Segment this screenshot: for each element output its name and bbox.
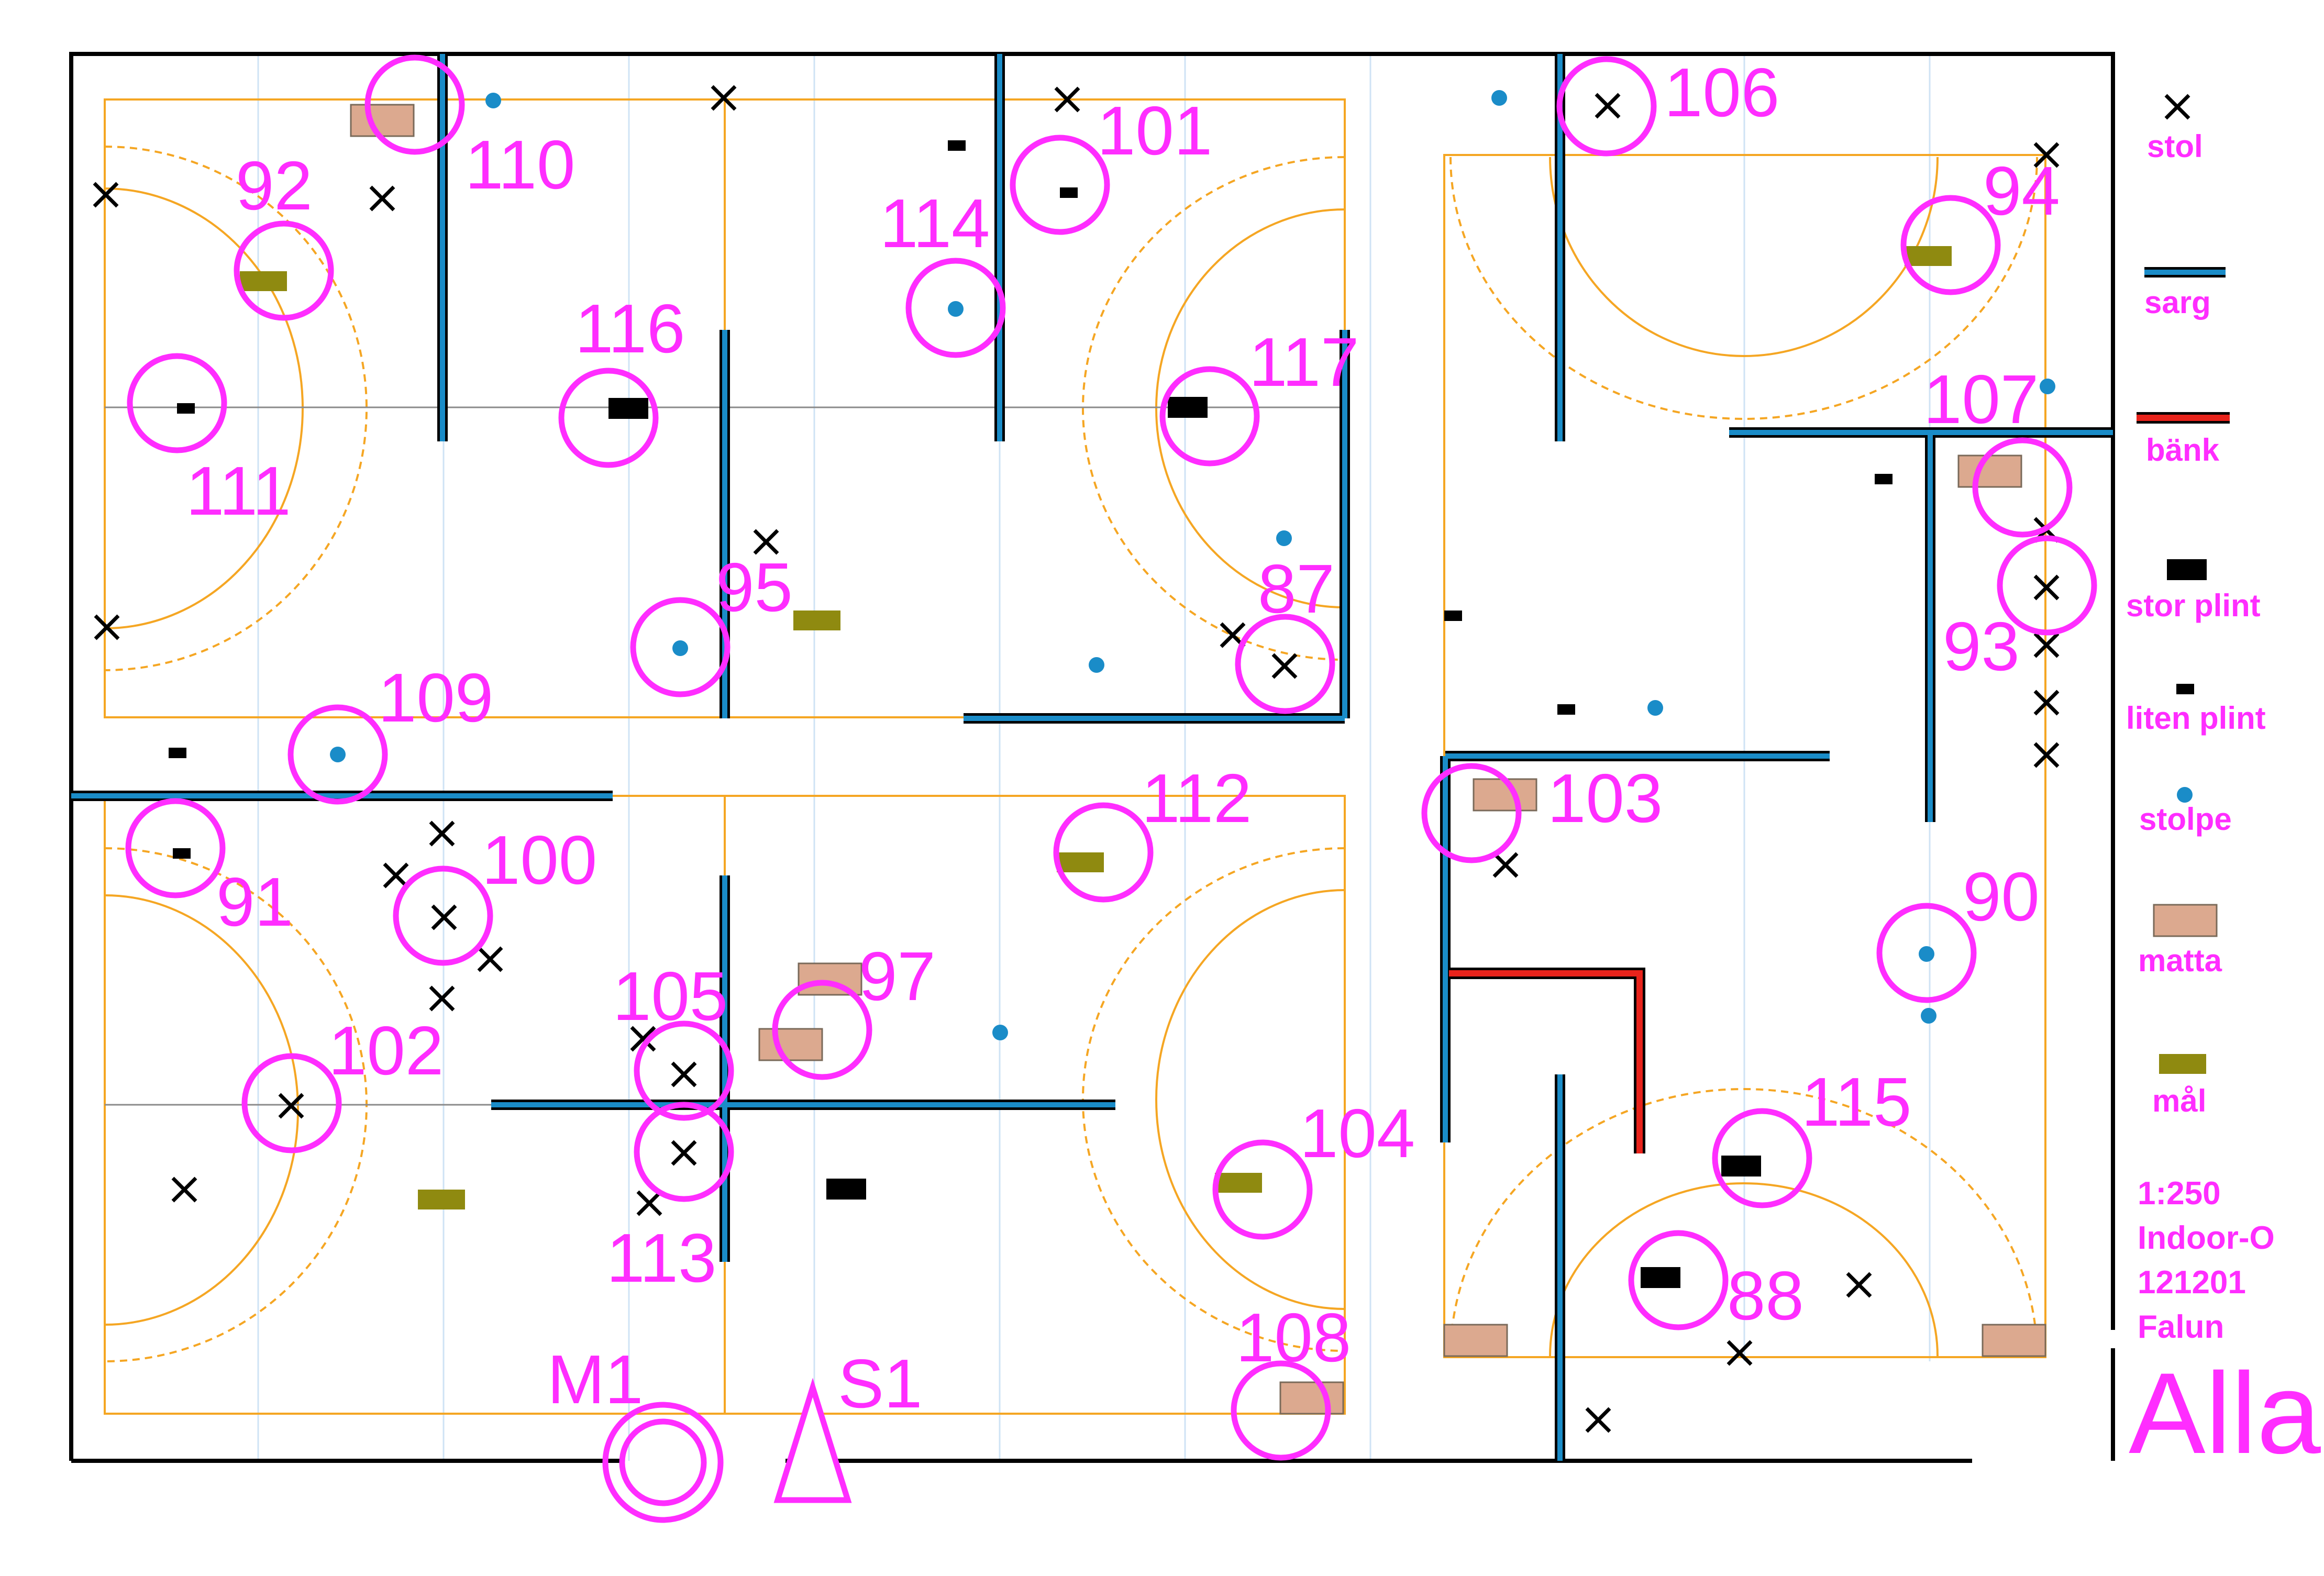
control-103 [1421,763,1522,863]
control-number: 102 [328,1012,444,1089]
control-88 [1628,1230,1729,1330]
control-number: 111 [186,452,291,529]
control-109 [287,704,388,805]
posts [330,90,2055,1040]
legend-large-box-icon [2167,559,2207,580]
legend-label-mal: mål [2152,1083,2206,1118]
control-number: 105 [613,958,728,1035]
legend-label-stol: stol [2147,129,2203,164]
control-115 [1712,1108,1812,1208]
control-numbers: 110 92 111 116 114 101 117 95 87 109 91 … [186,54,2060,1422]
finish-label: M1 [547,1341,643,1418]
control-number: 116 [575,290,685,367]
event-name: Indoor-O [2138,1220,2275,1256]
legend-label-bank: bänk [2146,432,2220,468]
control-number: 107 [1923,361,2039,438]
control-number: 106 [1664,54,1779,131]
event-date: 121201 [2138,1264,2246,1301]
boxes [169,140,1893,1288]
control-number: 91 [216,863,293,940]
control-number: 112 [1142,760,1252,837]
control-87 [1235,614,1335,714]
control-113 [634,1102,734,1202]
control-number: 100 [482,822,597,898]
control-number: 94 [1983,152,2060,229]
control-number: 113 [606,1219,716,1296]
control-92 [234,220,334,321]
course-class: Alla [2129,1349,2321,1478]
control-number: 109 [378,659,493,736]
control-number: 95 [716,549,793,626]
control-91 [125,798,226,898]
control-117 [1159,366,1260,467]
control-116 [558,368,659,468]
legend-small-box-icon [2176,684,2194,694]
legend-label-sarg: sarg [2144,285,2211,320]
chairs [93,85,2060,1433]
control-110 [364,54,465,155]
control-90 [1876,903,1977,1003]
control-number: 114 [880,185,990,262]
control-number: 90 [1963,858,2040,935]
legend-label-stor-plint: stor plint [2126,588,2261,623]
legend: stol sarg bänk stor plint liten plint st… [2126,94,2266,1118]
control-94 [1900,195,2001,295]
hall-walls [69,52,2115,1463]
control-number: 101 [1097,92,1212,169]
control-101 [1010,135,1110,235]
control-number: 103 [1547,760,1663,837]
legend-goal-icon [2159,1054,2206,1074]
control-106 [1556,56,1657,157]
map-scale: 1:250 [2138,1175,2221,1212]
control-100 [393,865,493,966]
legend-label-liten-plint: liten plint [2126,701,2266,736]
legend-label-stolpe: stolpe [2139,802,2232,837]
bench [1449,968,1645,1153]
start-label: S1 [838,1345,922,1422]
control-number: 104 [1300,1095,1415,1172]
control-105 [634,1020,734,1121]
control-number: 87 [1258,550,1335,627]
control-circles [125,54,2097,1461]
mats [350,104,2046,1415]
control-107 [1972,437,2073,538]
control-93 [1997,535,2097,636]
control-number: 108 [1236,1299,1351,1376]
map-info: 1:250 Indoor-O 121201 Falun Alla [2129,1175,2321,1478]
legend-chair-icon [2164,94,2190,120]
event-place: Falun [2138,1309,2224,1345]
control-95 [630,597,731,697]
control-number: 115 [1801,1063,1911,1140]
start-triangle [773,1378,852,1503]
control-112 [1053,802,1154,903]
legend-post-icon [2177,787,2193,803]
control-97 [772,980,872,1080]
legend-label-matta: matta [2138,943,2222,978]
control-108 [1231,1360,1331,1461]
control-number: 97 [859,938,936,1015]
control-114 [905,258,1006,358]
control-111 [127,353,227,453]
control-number: 110 [465,126,575,203]
sarg-boards [71,54,2113,1461]
control-102 [241,1053,342,1153]
goals [240,246,1952,1209]
control-number: 92 [236,147,313,224]
control-104 [1212,1139,1313,1240]
control-number: 93 [1943,608,2020,685]
control-number: 117 [1249,324,1359,401]
finish-symbol [602,1402,724,1523]
legend-mat-icon [2153,904,2218,937]
control-number: 88 [1727,1257,1804,1334]
